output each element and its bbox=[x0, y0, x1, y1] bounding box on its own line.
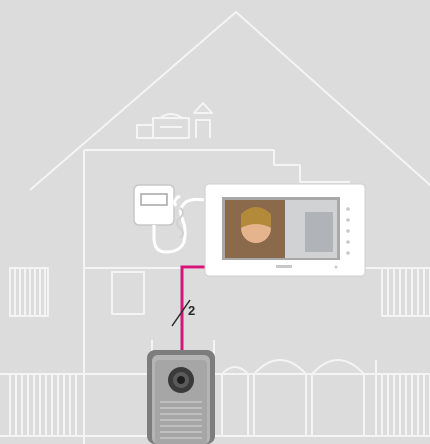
roof-vent bbox=[194, 103, 212, 138]
door-station-camera-icon bbox=[147, 350, 215, 444]
gate bbox=[222, 360, 376, 436]
house-window bbox=[112, 272, 144, 314]
left-fence bbox=[10, 268, 76, 436]
roof-outline bbox=[30, 12, 430, 190]
right-fence bbox=[382, 268, 430, 436]
chimney-box bbox=[137, 125, 153, 138]
wire-count-label: 2 bbox=[188, 303, 195, 318]
video-monitor-icon bbox=[205, 184, 365, 276]
power-supply-icon bbox=[134, 185, 204, 252]
